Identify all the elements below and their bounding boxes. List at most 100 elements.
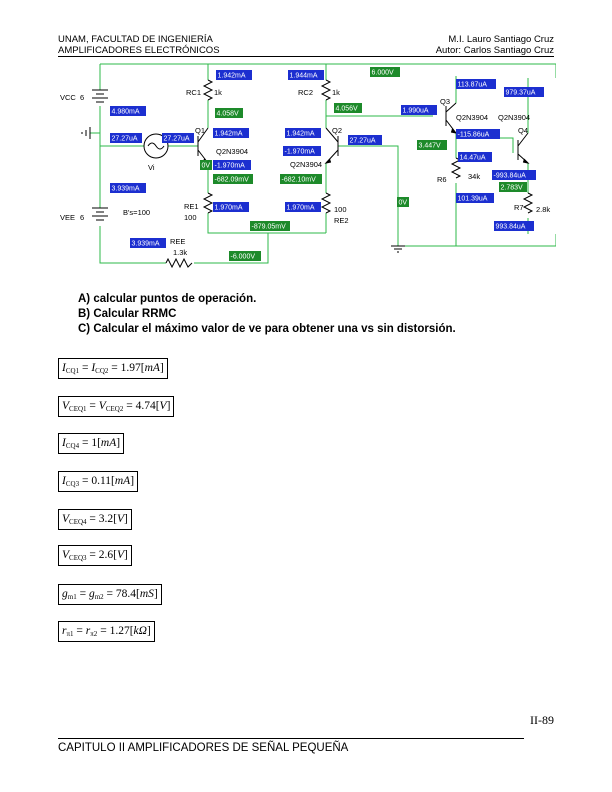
re1-resistor: [202, 192, 214, 214]
svg-text:4.056V: 4.056V: [336, 106, 359, 113]
svg-text:1.942mA: 1.942mA: [218, 73, 246, 80]
rc2-resistor: [320, 79, 332, 101]
probe-p3: 113.87uA: [456, 79, 496, 89]
probe-g10: -879.05mV: [250, 221, 290, 231]
svg-text:4.058V: 4.058V: [217, 111, 240, 118]
svg-text:4.980mA: 4.980mA: [112, 109, 140, 116]
probe-g1: 6.000V: [370, 67, 400, 77]
result-rpi1-rpi2: rπ1 = rπ2 = 1.27[kΩ]: [58, 621, 155, 642]
probe-g5: 3.447V: [417, 140, 447, 150]
ree-label: REE: [170, 237, 185, 246]
probe-p9: 1.942mA: [213, 128, 249, 138]
probe-p15: 14.47uA: [458, 152, 492, 162]
probe-p6: 1.990uA: [401, 105, 437, 115]
vi-source: [143, 133, 169, 159]
probe-g11: -6.000V: [229, 251, 261, 261]
svg-text:6.000V: 6.000V: [372, 70, 395, 77]
q1-model: Q2N3904: [216, 147, 248, 156]
svg-text:0V: 0V: [202, 163, 211, 170]
result-vceq3: VCEQ3 = 2.6[V]: [58, 545, 132, 566]
result-icq1-icq2: ICQ1 = ICQ2 = 1.97[mA]: [58, 358, 168, 379]
probe-p19: 1.970mA: [213, 202, 249, 212]
probe-p21: 993.84uA: [494, 221, 534, 231]
svg-text:-993.84uA: -993.84uA: [494, 173, 527, 180]
question-b: B) Calcular RRMC: [78, 308, 177, 320]
probe-p5: 4.980mA: [110, 106, 146, 116]
amplifier-schematic: VCC 6 VEE 6 RC1 1k RC2 1k Q1 Q2N3904 Q2 …: [60, 63, 556, 269]
q2-label: Q2: [332, 126, 342, 135]
svg-text:3.447V: 3.447V: [419, 143, 442, 150]
header-faculty: UNAM, FACULTAD DE INGENIERÍA: [58, 34, 213, 45]
voltage-probes: 6.000V 4.058V 4.056V 0V 3.447V -682.09mV…: [200, 67, 527, 261]
footer-rule: [58, 738, 524, 739]
result-vceq4: VCEQ4 = 3.2[V]: [58, 509, 132, 530]
ree-value: 1.3k: [173, 248, 187, 257]
rc2-value: 1k: [332, 88, 340, 97]
svg-text:-682.10mV: -682.10mV: [282, 177, 317, 184]
probe-p14: -115.86uA: [456, 129, 500, 139]
probe-p7: 27.27uA: [110, 133, 142, 143]
re2-resistor: [320, 192, 332, 214]
probe-p11: 27.27uA: [348, 135, 382, 145]
probe-p22: 3.939mA: [130, 238, 166, 248]
probe-p13: -1.970mA: [283, 146, 321, 156]
r7-label: R7: [514, 203, 524, 212]
question-a: A) calcular puntos de operación.: [78, 293, 257, 305]
q1-label: Q1: [195, 126, 205, 135]
svg-text:-879.05mV: -879.05mV: [252, 224, 287, 231]
vi-label: Vi: [148, 163, 155, 172]
page-number: II-89: [530, 713, 554, 727]
probe-g7: -682.10mV: [280, 174, 322, 184]
q2-transistor: [324, 127, 339, 164]
probe-g6: -682.09mV: [213, 174, 253, 184]
r7-resistor: [522, 192, 534, 214]
q4-label: Q4: [518, 126, 528, 135]
svg-text:113.87uA: 113.87uA: [458, 82, 488, 89]
probe-p10: 1.942mA: [285, 128, 321, 138]
wires: [90, 63, 556, 264]
probe-g4: 0V: [200, 160, 212, 170]
svg-text:27.27uA: 27.27uA: [164, 136, 190, 143]
rc1-resistor: [202, 79, 214, 101]
re2-label: RE2: [334, 216, 349, 225]
svg-text:1.970mA: 1.970mA: [215, 205, 243, 212]
header-author: Autor: Carlos Santiago Cruz: [435, 45, 554, 56]
probe-p4: 979.37uA: [504, 87, 544, 97]
header-course: AMPLIFICADORES ELECTRÓNICOS: [58, 45, 220, 56]
r6-label: R6: [437, 175, 447, 184]
ground-left: [81, 127, 91, 139]
header-left: UNAM, FACULTAD DE INGENIERÍA AMPLIFICADO…: [58, 34, 220, 56]
probe-p16: -993.84uA: [492, 170, 536, 180]
current-probes: 1.942mA 1.944mA 113.87uA 979.37uA 4.980m…: [110, 70, 544, 248]
ree-resistor: [165, 257, 193, 269]
probe-g8: 2.783V: [499, 182, 527, 192]
chapter-footer: CAPITULO II AMPLIFICADORES DE SEÑAL PEQU…: [58, 742, 349, 754]
svg-text:-1.970mA: -1.970mA: [215, 163, 246, 170]
vee-label: VEE: [60, 213, 75, 222]
svg-text:1.942mA: 1.942mA: [215, 131, 243, 138]
rc1-value: 1k: [214, 88, 222, 97]
svg-text:3.939mA: 3.939mA: [112, 186, 140, 193]
re2-value: 100: [334, 205, 347, 214]
beta-label: B's=100: [123, 208, 150, 217]
svg-text:0V: 0V: [399, 200, 408, 207]
re1-label: RE1: [184, 202, 199, 211]
result-icq3: ICQ3 = 0.11[mA]: [58, 471, 139, 492]
header-professor: M.I. Lauro Santiago Cruz: [448, 34, 554, 45]
svg-text:3.939mA: 3.939mA: [132, 241, 160, 248]
questions-list: A) calcular puntos de operación. B) Calc…: [78, 292, 456, 337]
probe-p20: 1.970mA: [285, 202, 321, 212]
vcc-label: VCC: [60, 93, 76, 102]
question-c: C) Calcular el máximo valor de ve para o…: [78, 323, 456, 335]
r7-value: 2.8k: [536, 205, 550, 214]
header-rule: [58, 56, 554, 57]
svg-text:-115.86uA: -115.86uA: [458, 132, 490, 139]
svg-text:1.990uA: 1.990uA: [403, 108, 429, 115]
rc1-label: RC1: [186, 88, 201, 97]
svg-text:1.970mA: 1.970mA: [287, 205, 315, 212]
probe-p2: 1.944mA: [288, 70, 324, 80]
svg-text:993.84uA: 993.84uA: [496, 224, 526, 231]
result-vceq1-vceq2: VCEQ1 = VCEQ2 = 4.74[V]: [58, 396, 175, 417]
svg-text:-1.970mA: -1.970mA: [285, 149, 316, 156]
re1-value: 100: [184, 213, 197, 222]
